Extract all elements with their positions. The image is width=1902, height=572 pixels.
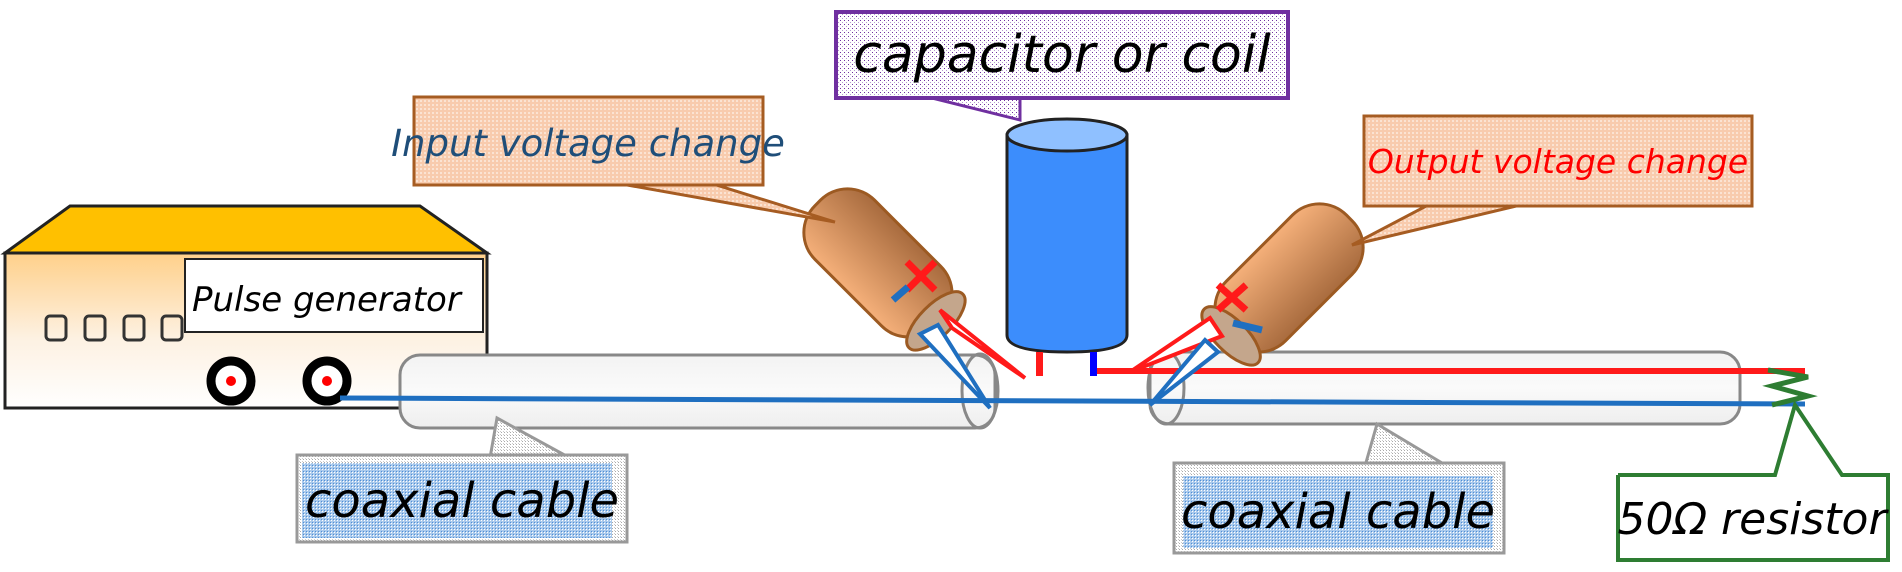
generator-top xyxy=(0,204,492,255)
probe-tip-ground xyxy=(1148,337,1222,407)
coax-right-callout: coaxial cable xyxy=(1172,421,1506,555)
output-voltage-label: Output voltage change xyxy=(1368,142,1748,181)
capacitor-component xyxy=(1005,117,1129,376)
output-connector-2[interactable] xyxy=(302,356,352,406)
capacitor-lead-negative xyxy=(1090,352,1097,376)
output-voltage-callout: Output voltage change xyxy=(1351,114,1754,247)
resistor-label: 50Ω resistor xyxy=(1617,494,1889,545)
probe-tip-ground xyxy=(916,322,992,410)
coaxial-cable-left xyxy=(398,352,1000,430)
minus-icon xyxy=(890,284,911,303)
generator-label: Pulse generator xyxy=(192,280,463,320)
probe-tip-signal xyxy=(938,308,1027,380)
ground-wire xyxy=(339,395,1806,407)
output-connector-1[interactable] xyxy=(206,356,256,406)
coax-left-callout: coaxial cable xyxy=(295,415,629,544)
generator-button[interactable] xyxy=(83,314,107,342)
input-voltage-callout: Input voltage change xyxy=(391,95,836,224)
capacitor-label: capacitor or coil xyxy=(853,25,1271,85)
resistor-zigzag xyxy=(1762,367,1818,408)
output-probe xyxy=(1128,202,1365,407)
resistor-callout: 50Ω resistor xyxy=(1616,400,1890,562)
coaxial-cable-right xyxy=(1146,350,1742,426)
coax-right-label: coaxial cable xyxy=(1181,484,1495,540)
generator-button[interactable] xyxy=(44,314,68,342)
capacitor-lead-positive xyxy=(1036,352,1043,376)
coax-left-label: coaxial cable xyxy=(305,473,619,529)
generator-button[interactable] xyxy=(160,314,184,342)
generator-label-box xyxy=(184,258,484,333)
generator-button[interactable] xyxy=(122,314,146,342)
probe-tip-signal xyxy=(1128,315,1226,374)
capacitor-callout: capacitor or coil xyxy=(834,10,1290,122)
minus-icon xyxy=(1232,319,1263,334)
input-voltage-label: Input voltage change xyxy=(391,122,785,165)
generator-buttons xyxy=(44,314,184,342)
input-probe xyxy=(802,187,1027,410)
plus-icon xyxy=(904,259,938,293)
plus-icon xyxy=(1215,282,1249,313)
